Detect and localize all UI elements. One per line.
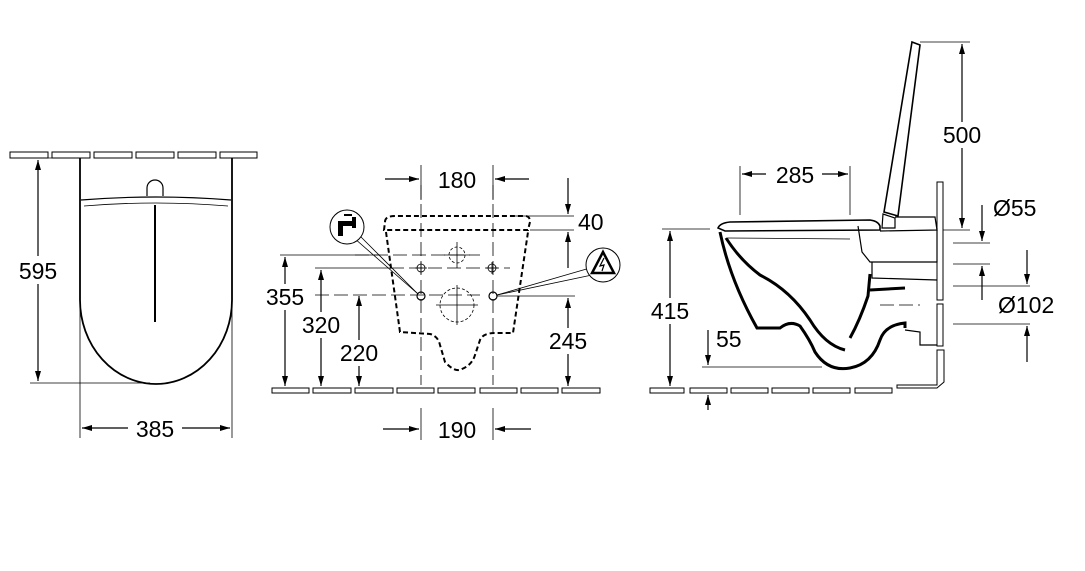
dim-190: 190 [438,417,476,443]
side-view: 285 500 Ø55 Ø102 415 55 [646,40,1054,410]
dim-285: 285 [776,162,814,188]
dim-220: 220 [340,340,378,366]
floor-tiles [271,387,601,394]
dim-180: 180 [438,167,476,193]
toilet-outline-top [79,158,233,385]
dim-diameter-102: Ø102 [998,292,1054,318]
rear-view: 180 40 355 320 220 245 190 [262,165,621,443]
dim-55: 55 [716,326,742,352]
dim-40: 40 [578,209,604,235]
dim-320: 320 [302,312,340,338]
dim-355: 355 [266,284,304,310]
dim-diameter-55: Ø55 [993,195,1036,221]
wall-tiles [9,151,258,159]
dim-245: 245 [549,328,587,354]
floor-tiles-side [649,349,945,394]
dim-500: 500 [943,122,981,148]
water-tap-icon [329,209,365,245]
dim-415: 415 [651,298,689,324]
front-view: 595 385 [9,151,258,442]
dim-height-595: 595 [19,258,57,284]
electrical-hazard-icon [585,247,621,283]
dim-width-385: 385 [136,416,174,442]
